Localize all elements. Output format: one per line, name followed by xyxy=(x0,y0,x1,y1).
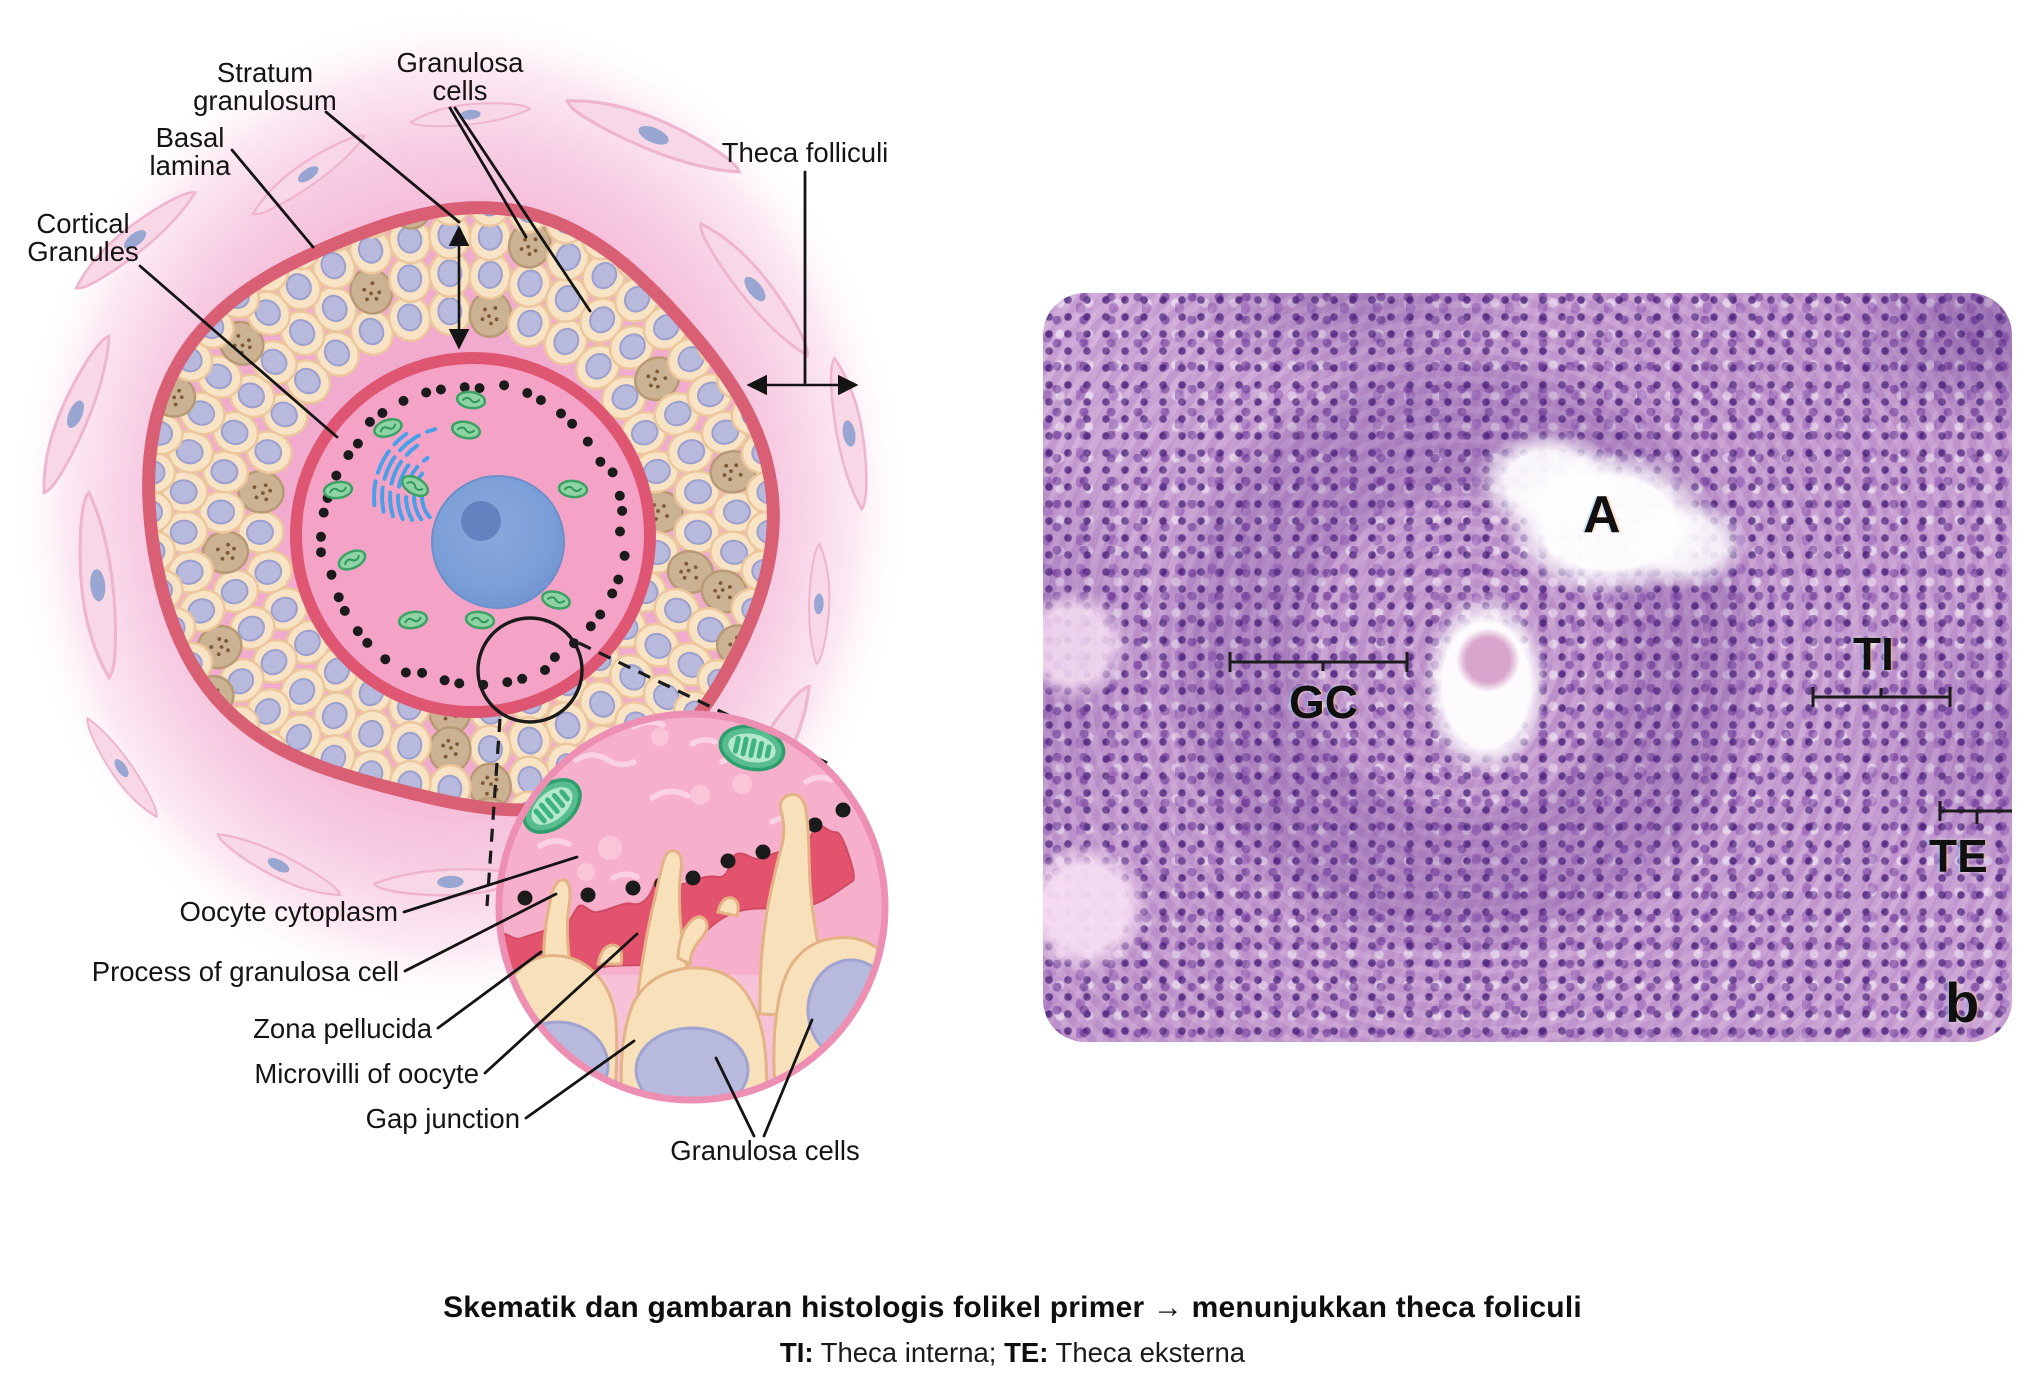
label-oocyte-cytoplasm: Oocyte cytoplasm xyxy=(179,896,398,927)
label-granulosa-cells-bottom: Granulosa cells xyxy=(670,1135,860,1166)
vesicles xyxy=(577,728,752,881)
nucleolus xyxy=(461,501,501,541)
legend-te-text: Theca eksterna xyxy=(1048,1337,1246,1368)
oocyte-nucleus xyxy=(431,475,565,609)
label-gc: GC xyxy=(1289,676,1358,728)
te-measure-line xyxy=(1938,801,2012,824)
legend-te-abbr: TE: xyxy=(1004,1337,1049,1368)
oocyte xyxy=(290,352,656,718)
magnified-inset xyxy=(495,710,889,1104)
label-artifact-A: A xyxy=(1583,486,1621,544)
leader-lines xyxy=(138,106,814,1138)
caption-title: Skematik dan gambaran histologis folikel… xyxy=(443,1291,1582,1324)
label-te: TE xyxy=(1929,830,1988,882)
panel-letter-b: b xyxy=(1945,971,1980,1034)
label-zona-pellucida: Zona pellucida xyxy=(253,1013,433,1044)
ti-measure-line xyxy=(1811,687,1952,707)
cortical-granule-dots xyxy=(316,380,630,690)
label-ti: TI xyxy=(1853,628,1894,680)
label-process-of-granulosa-cell: Process of granulosa cell xyxy=(92,956,399,987)
measurement-lines xyxy=(1228,652,2012,824)
label-theca-folliculi: Theca folliculi xyxy=(722,137,889,168)
caption-legend: TI: Theca interna; TE: Theca eksterna xyxy=(0,1337,2025,1369)
label-microvilli-of-oocyte: Microvilli of oocyte xyxy=(254,1058,479,1089)
legend-ti-abbr: TI: xyxy=(779,1337,814,1368)
histology-micrograph: A GC TI TE b xyxy=(1043,293,2012,1042)
label-gap-junction: Gap junction xyxy=(366,1103,520,1134)
legend-ti-text: Theca interna; xyxy=(813,1337,1005,1368)
zoom-connector-left xyxy=(485,718,502,907)
zoom-region-circle xyxy=(476,616,584,724)
gc-measure-line xyxy=(1228,652,1409,672)
